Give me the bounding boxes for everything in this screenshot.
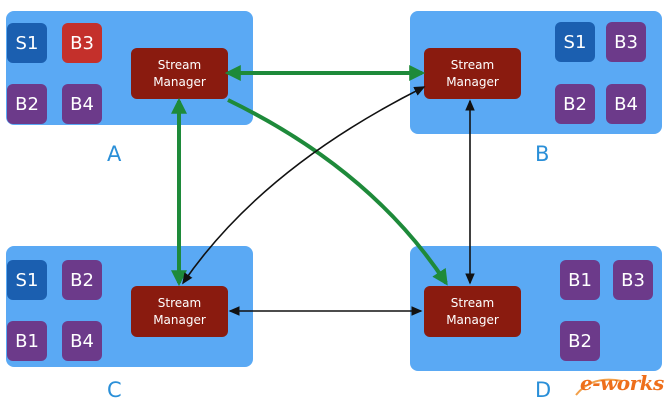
- node-d-label: D: [535, 378, 552, 402]
- node-d-stream-manager: Stream Manager: [424, 286, 521, 337]
- node-d-box-b3: B3: [613, 260, 653, 300]
- node-d-manager-line1: Stream: [450, 295, 495, 310]
- node-c-stream-manager: Stream Manager: [131, 286, 228, 337]
- node-a-stream-manager: Stream Manager: [131, 48, 228, 99]
- node-b-box-b4: B4: [606, 84, 646, 124]
- node-a-manager-line2: Manager: [153, 74, 206, 89]
- node-b-box-b2: B2: [555, 84, 595, 124]
- node-b-manager-line1: Stream: [450, 57, 495, 72]
- node-a-manager-line1: Stream: [157, 57, 202, 72]
- watermark-text: e-works: [580, 371, 664, 395]
- node-c-box-s1: S1: [7, 260, 47, 300]
- node-b-label: B: [535, 142, 550, 166]
- node-a-label: A: [107, 142, 122, 166]
- node-d-box-b2: B2: [560, 321, 600, 361]
- node-a-box-s1: S1: [7, 23, 47, 63]
- node-c-box-b2: B2: [62, 260, 102, 300]
- node-c-manager-line2: Manager: [153, 312, 206, 327]
- node-a-box-b3: B3: [62, 23, 102, 63]
- e-works-watermark: e-works: [572, 371, 664, 401]
- node-a-box-b2: B2: [7, 84, 47, 124]
- node-a-box-b4: B4: [62, 84, 102, 124]
- node-b-box-b3: B3: [606, 22, 646, 62]
- node-d-box-b1: B1: [560, 260, 600, 300]
- node-d-manager-line2: Manager: [446, 312, 499, 327]
- node-b-manager-line2: Manager: [446, 74, 499, 89]
- node-c-label: C: [107, 378, 122, 402]
- node-b-stream-manager: Stream Manager: [424, 48, 521, 99]
- node-b-box-s1: S1: [555, 22, 595, 62]
- node-c-manager-line1: Stream: [157, 295, 202, 310]
- node-c-box-b4: B4: [62, 321, 102, 361]
- node-c-box-b1: B1: [7, 321, 47, 361]
